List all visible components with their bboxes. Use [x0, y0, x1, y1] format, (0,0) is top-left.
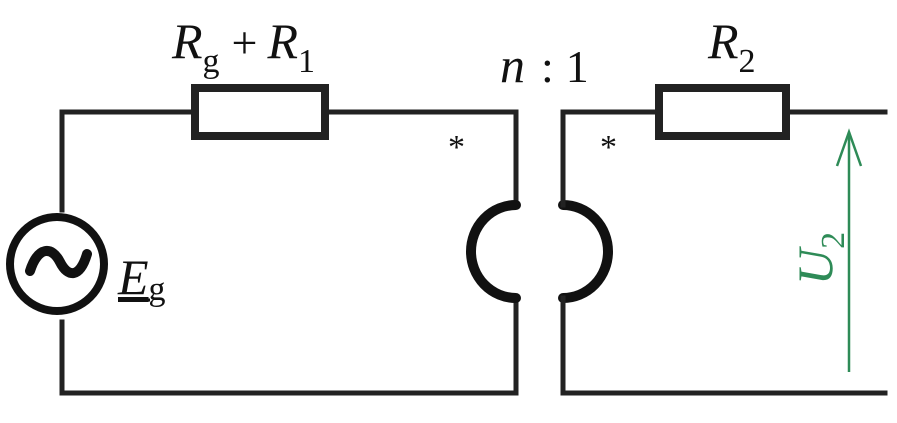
label-eg: Eg: [117, 249, 166, 308]
label-turns-ratio: n:1: [500, 37, 589, 93]
primary-bottom-wire: [59, 319, 519, 396]
ac-source: [6, 213, 108, 315]
secondary-top-left-wire: [560, 109, 659, 208]
label-u2: U2: [787, 232, 852, 285]
voltage-arrow-head: [835, 128, 863, 167]
voltage-arrow: [835, 128, 863, 372]
label-r2: R2: [707, 13, 756, 80]
label-rg-r1: Rg+R1: [171, 13, 315, 80]
secondary-bottom-wire: [560, 295, 888, 396]
primary-winding: [466, 200, 521, 303]
secondary-winding: [558, 200, 613, 303]
tilde-icon: [25, 246, 92, 278]
primary-top-left-wire: [59, 109, 195, 213]
primary-dot-marker: *: [448, 129, 465, 166]
primary-wires: [59, 109, 519, 396]
resistor-r2: [655, 84, 790, 140]
secondary-wires: [560, 109, 888, 396]
resistor-rg-r1: [191, 84, 329, 140]
secondary-dot-marker: *: [600, 129, 617, 166]
